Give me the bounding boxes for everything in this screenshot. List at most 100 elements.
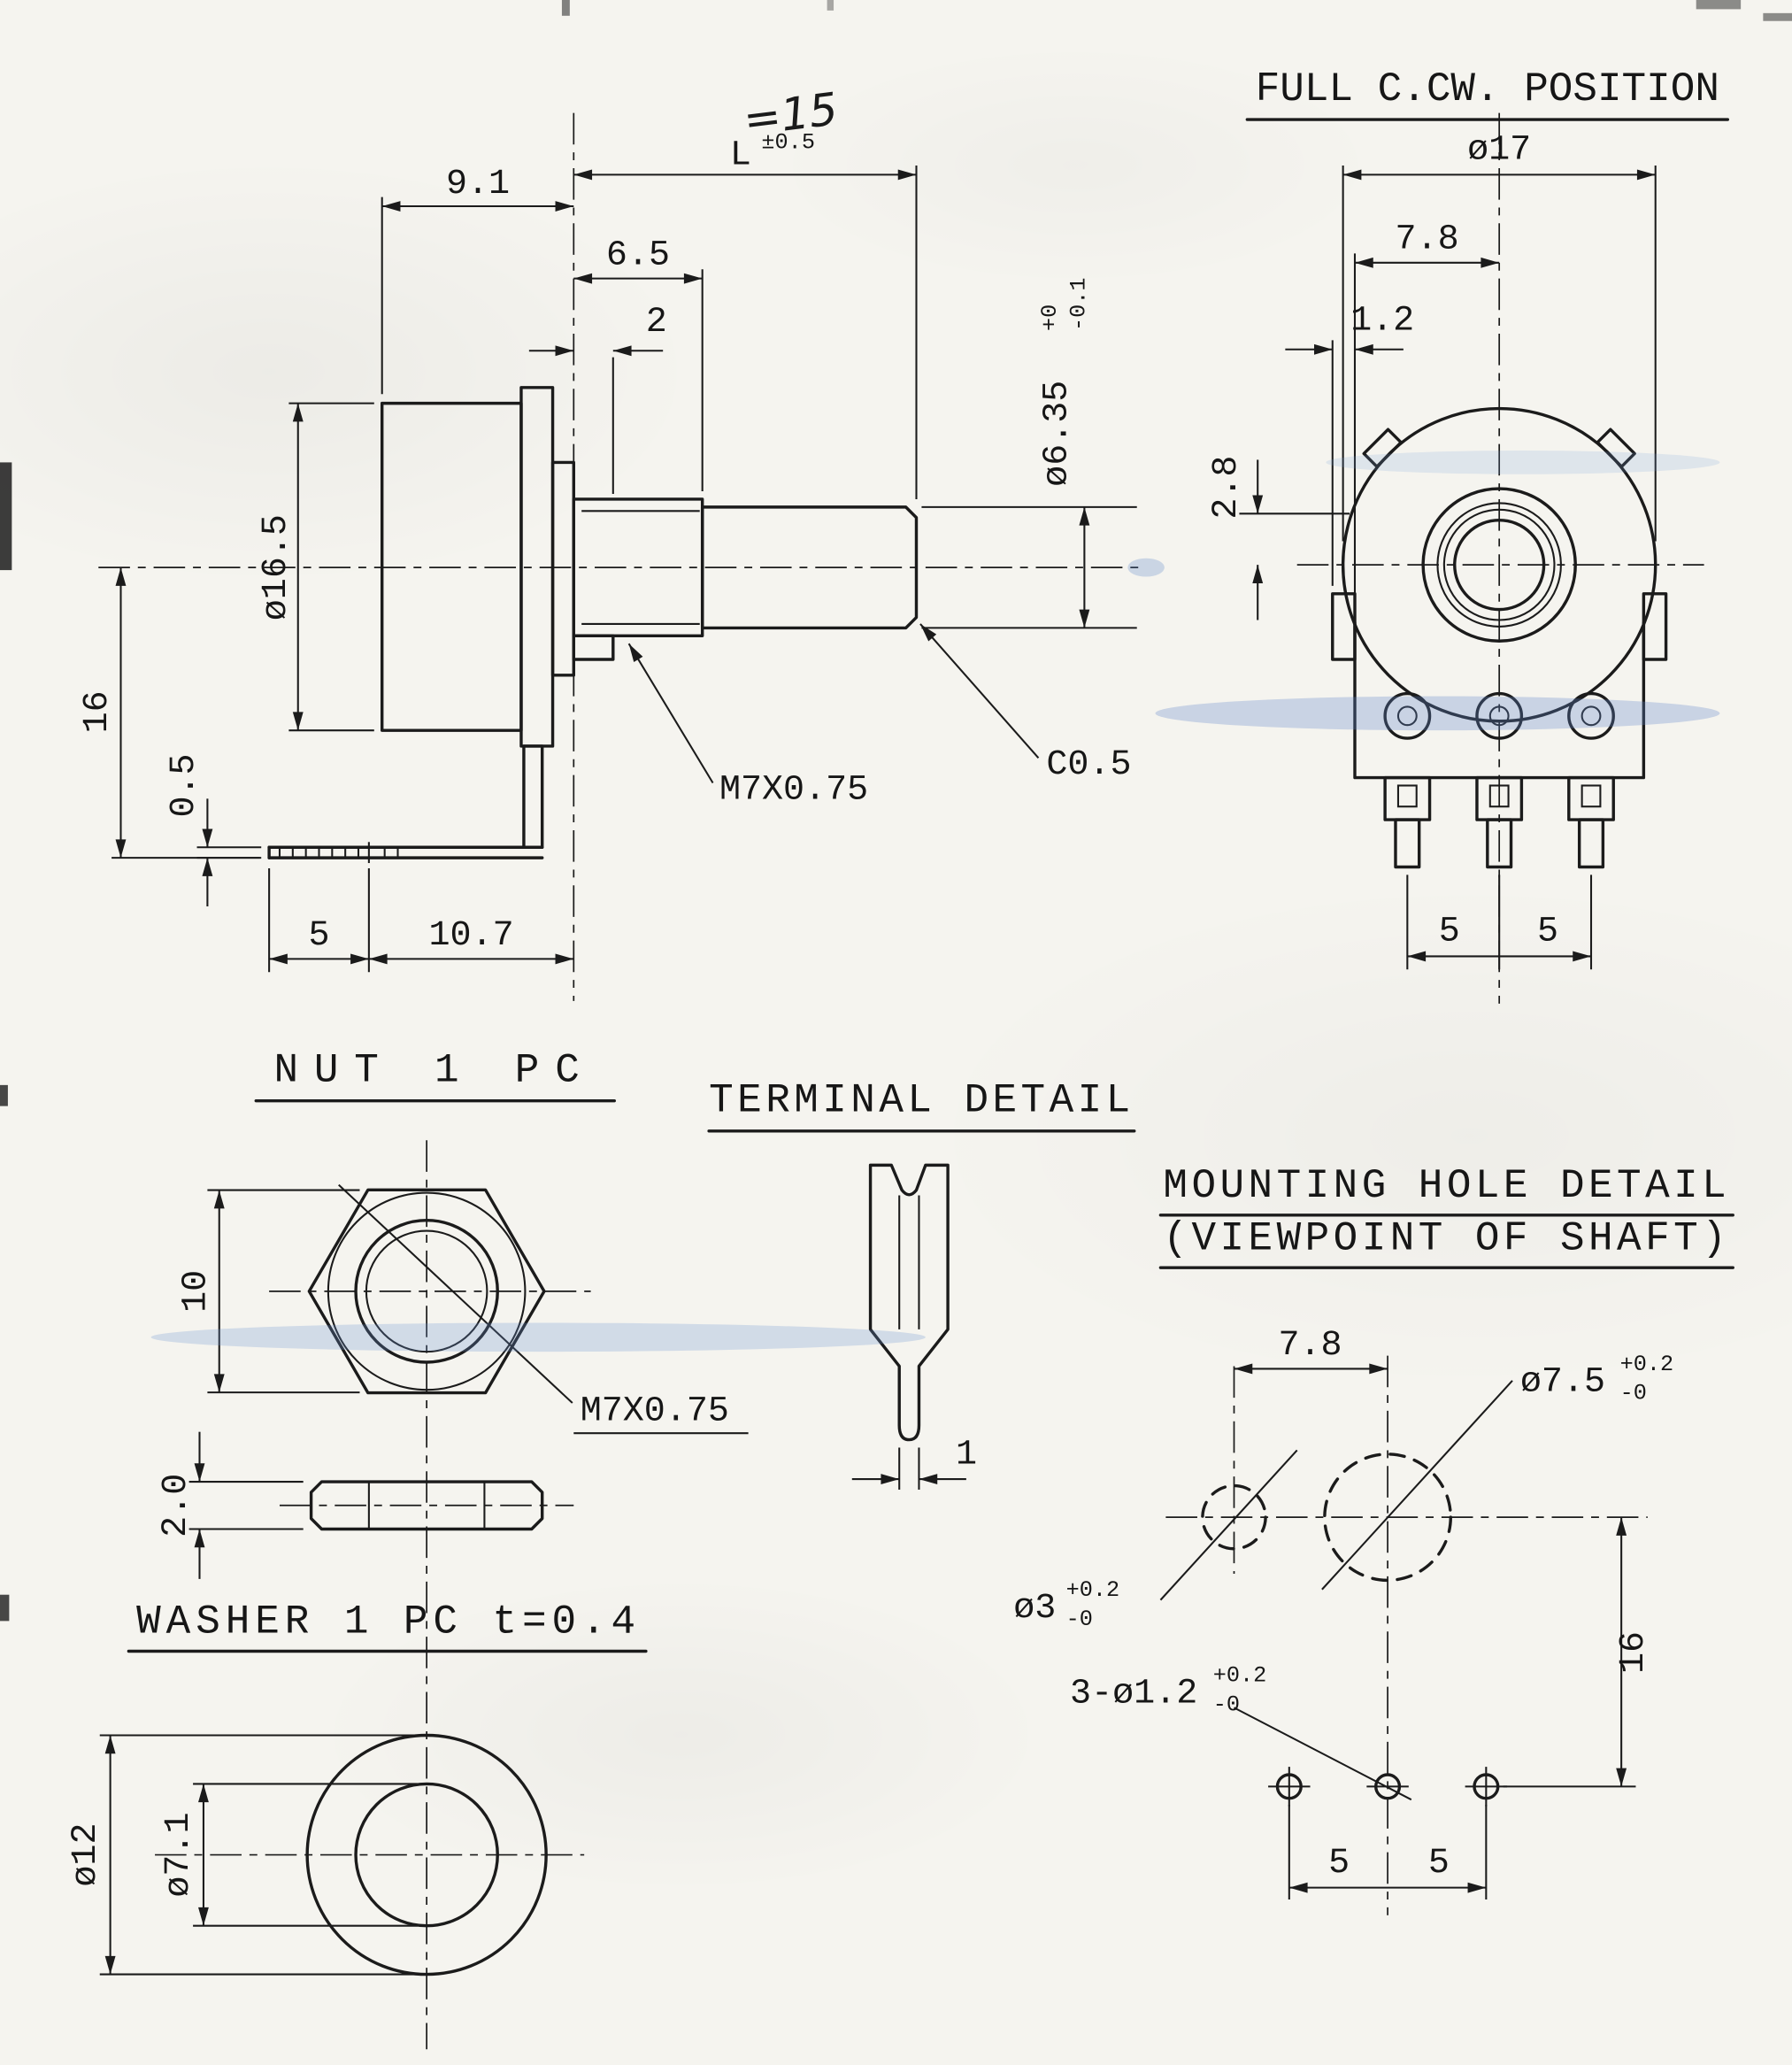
body-circle [1341, 406, 1657, 723]
scan-speck [827, 0, 834, 11]
eyelets [1383, 691, 1615, 740]
front-view-dimensions: ø17 7.8 1.2 2.8 5 5 [1207, 131, 1657, 970]
dim-main-hole: ø7.5 [1520, 1363, 1605, 1403]
terminal-view: TERMINAL DETAIL 1 [707, 1078, 1136, 1490]
bushing-circle [1421, 487, 1577, 643]
dim-terminal-holes: 3-ø1.2 [1070, 1674, 1197, 1714]
side-view-outline [267, 386, 919, 864]
dim-tab-width: 1.2 [1350, 302, 1414, 342]
dim-main-hole-plus: +0.2 [1620, 1352, 1674, 1377]
scan-edge-mark [0, 462, 12, 571]
nut-side-view: 2.0 [157, 1431, 544, 1579]
dim-pin-width: 1 [956, 1435, 977, 1475]
blue-ink-spot [1127, 558, 1165, 577]
side-ear-right [1642, 592, 1668, 661]
dim-nut-thickness: 2.0 [157, 1474, 196, 1537]
nut-view: NUT 1 PC 10 M7X0.75 [157, 1047, 749, 2050]
dim-index-hole-minus: -0 [1066, 1607, 1093, 1632]
dim-tab-length: 2 [646, 303, 667, 343]
side-ear-left [1331, 592, 1357, 661]
washer-dimensions: ø12 ø7.1 [66, 1734, 418, 1976]
dim-hole-offset: 7.8 [1279, 1326, 1342, 1366]
dim-terminal-holes-plus: +0.2 [1213, 1663, 1267, 1689]
dim-shaft-dia-minus: -0.1 [1065, 277, 1091, 331]
dim-terminal-thickness: 0.5 [165, 753, 204, 817]
nut-dimensions: 10 M7X0.75 [176, 1189, 749, 1435]
dim-front-body-dia: ø17 [1467, 131, 1531, 171]
dim-shaft-dia: ø6.35 [1038, 381, 1078, 487]
side-view-dimensions: 9.1 L ±0.5 =15 6.5 2 ø16.5 16 [78, 82, 1137, 973]
nut-title: NUT 1 PC [273, 1047, 595, 1093]
mounting-title-line1: MOUNTING HOLE DETAIL [1163, 1163, 1730, 1209]
dim-vertical-offset: 16 [1614, 1631, 1654, 1674]
crimp-tab-left [1362, 428, 1403, 468]
dim-main-hole-minus: -0 [1620, 1381, 1647, 1406]
terminal-title: TERMINAL DETAIL [709, 1078, 1134, 1124]
blue-highlight-smudge [150, 1322, 926, 1352]
dim-body-depth: 9.1 [446, 165, 510, 204]
scan-artifacts [0, 0, 1792, 1622]
dim-terminal-holes-minus: -0 [1213, 1691, 1240, 1717]
dim-mounting-pitch-right: 5 [1428, 1844, 1450, 1884]
dim-front-pitch-right: 5 [1537, 913, 1558, 952]
washer-view: WASHER 1 PC t=0.4 ø12 ø7.1 [66, 1599, 648, 1976]
dim-front-pitch-left: 5 [1439, 913, 1460, 952]
front-view: FULL C.CW. POSITION [1207, 66, 1730, 1004]
mounting-view: MOUNTING HOLE DETAIL (VIEWPOINT OF SHAFT… [1013, 1163, 1734, 1915]
dim-index-hole-plus: +0.2 [1066, 1577, 1120, 1603]
nut-centerlines [269, 1140, 591, 2050]
dim-shaft-length-tol: ±0.5 [761, 130, 815, 156]
nut-side-outline [309, 1480, 544, 1531]
handwritten-length-note: =15 [741, 82, 841, 146]
nut-outline [307, 1183, 573, 1404]
dim-index-hole: ø3 [1013, 1589, 1056, 1629]
dim-washer-outer-dia: ø12 [66, 1822, 106, 1886]
nut-hexagon [307, 1188, 546, 1395]
washer-inner-circle [354, 1782, 499, 1928]
dim-washer-inner-dia: ø7.1 [159, 1812, 199, 1897]
blue-highlight-smudge [1155, 696, 1720, 731]
mounting-dimensions: 7.8 ø7.5 +0.2 -0 ø3 +0.2 -0 3-ø1.2 +0.2 … [1013, 1326, 1674, 1900]
front-view-outline [1331, 406, 1668, 869]
label-chamfer: C0.5 [1046, 745, 1131, 785]
mounting-centerlines [1165, 1355, 1648, 1915]
crimp-tab-right [1596, 428, 1636, 468]
scan-speck [1763, 12, 1792, 21]
plate-neck [550, 460, 576, 677]
shaft [700, 505, 919, 630]
dim-center-height: 16 [78, 690, 118, 733]
dim-shaft-length: L [730, 136, 751, 176]
terminal-lugs [1383, 775, 1615, 869]
dim-terminal-tip: 5 [308, 916, 329, 956]
dim-mounting-pitch-left: 5 [1328, 1844, 1350, 1884]
scan-edge-mark [0, 1594, 10, 1622]
label-thread-callout: M7X0.75 [719, 770, 868, 810]
dim-terminal-reach: 10.7 [429, 916, 514, 956]
washer-title: WASHER 1 PC t=0.4 [136, 1599, 641, 1645]
side-view: 9.1 L ±0.5 =15 6.5 2 ø16.5 16 [78, 82, 1140, 1001]
mounting-holes [1159, 1380, 1513, 1807]
washer-outer-circle [305, 1733, 548, 1976]
mounting-title-line2: (VIEWPOINT OF SHAFT) [1163, 1215, 1730, 1261]
terminal-outline [868, 1163, 950, 1442]
nut-thread-hole [354, 1219, 499, 1364]
front-view-title: FULL C.CW. POSITION [1256, 66, 1719, 112]
terminal-strip [267, 842, 544, 864]
index-hole [1201, 1483, 1267, 1551]
shaft-circle [1453, 518, 1546, 612]
dim-tab-offset: 7.8 [1396, 220, 1459, 259]
dim-shaft-dia-plus: +0 [1037, 304, 1063, 331]
main-mounting-hole [1323, 1452, 1452, 1583]
front-view-centerlines [1296, 112, 1704, 1004]
nut-thread-leader [338, 1183, 573, 1404]
dim-tab-height: 2.8 [1207, 456, 1247, 520]
scan-speck [1696, 0, 1742, 10]
nut-thread-callout: M7X0.75 [581, 1391, 729, 1431]
scan-speck [561, 0, 570, 16]
anti-rotation-tab [572, 634, 615, 661]
terminal-dimensions: 1 [851, 1435, 977, 1490]
dim-body-dia: ø16.5 [257, 514, 296, 620]
dim-bushing-length: 6.5 [606, 235, 670, 275]
